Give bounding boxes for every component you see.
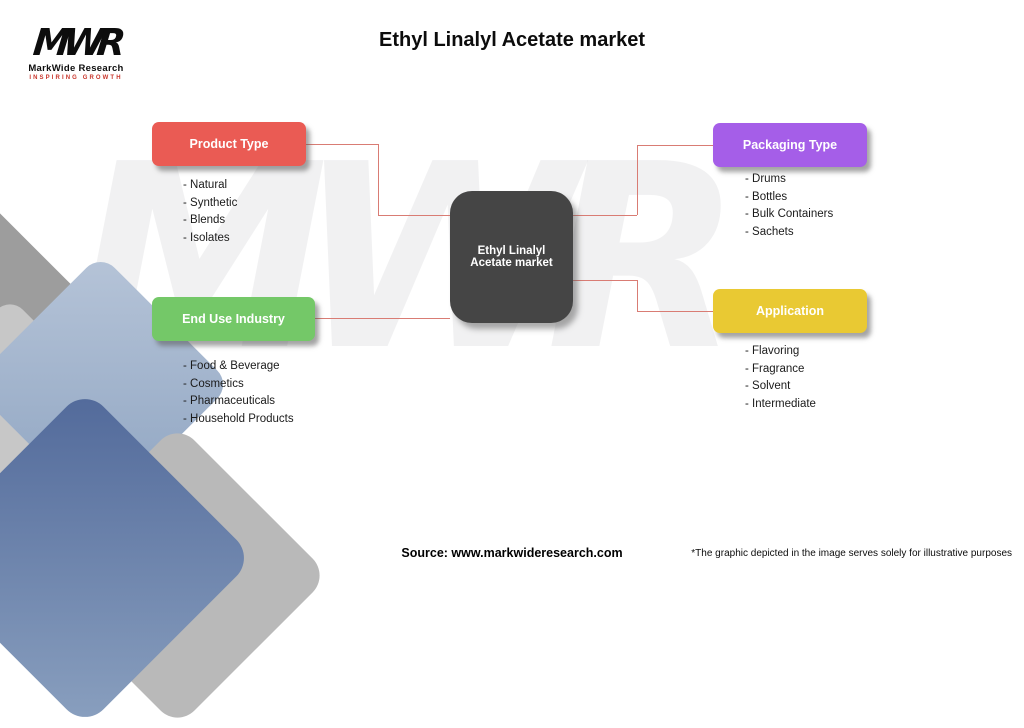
list-item: - Bottles (745, 190, 788, 203)
page-title: Ethyl Linalyl Acetate market (378, 29, 646, 51)
logo-tagline: INSPIRING GROWTH (29, 75, 123, 81)
connector-product-type (378, 144, 379, 215)
node-label: Packaging Type (742, 138, 838, 152)
logo-name: MarkWide Research (28, 63, 124, 74)
list-item: - Bulk Containers (745, 208, 834, 220)
infographic-canvas: MWR MWR MarkWide Research INSPIRING GROW… (0, 21, 1012, 728)
connector-application (573, 280, 637, 281)
list-item: - Isolates (183, 231, 230, 244)
list-item: - Drums (745, 173, 786, 185)
application-list: - Flavoring - Fragrance - Solvent - Interme… (745, 343, 816, 413)
node-label: Application (755, 304, 825, 318)
packaging-type-list: - Drums - Bottles - Bulk Containers - Sache… (745, 171, 833, 241)
connector-packaging (637, 145, 638, 215)
list-item: - Sachets (745, 225, 794, 238)
list-item: - Pharmaceuticals (183, 395, 276, 407)
list-item: - Food & Beverage (183, 360, 280, 372)
list-item: - Household Products (183, 412, 294, 425)
node-central-market: Ethyl Linalyl Acetate market (450, 191, 573, 323)
list-item: - Solvent (745, 380, 791, 392)
node-label: Product Type (189, 137, 269, 151)
list-item: - Fragrance (745, 362, 805, 375)
connector-packaging (637, 145, 713, 146)
list-item: - Flavoring (745, 345, 800, 357)
connector-packaging (573, 215, 637, 216)
list-item: - Cosmetics (183, 377, 244, 390)
list-item: - Natural (183, 179, 228, 191)
node-product-type: Product Type (152, 122, 306, 166)
node-label: End Use Industry (182, 312, 285, 326)
node-end-use-industry: End Use Industry (152, 297, 315, 341)
end-use-industry-list: - Food & Beverage - Cosmetics - Pharmaceut… (183, 358, 294, 428)
product-type-list: - Natural - Synthetic - Blends - Isolates (183, 177, 237, 247)
connector-application (637, 311, 713, 312)
node-packaging-type: Packaging Type (713, 123, 867, 167)
node-label: Ethyl Linalyl Acetate market (470, 245, 553, 269)
markwide-logo: MWR MarkWide Research INSPIRING GROWTH (20, 21, 132, 81)
disclaimer-text: *The graphic depicted in the image serve… (691, 548, 1012, 559)
node-application: Application (713, 289, 867, 333)
list-item: - Synthetic (183, 196, 238, 209)
list-item: - Intermediate (745, 397, 816, 410)
source-text: Source: www.markwideresearch.com (401, 546, 623, 560)
connector-product-type (378, 215, 450, 216)
connector-product-type (306, 144, 378, 145)
list-item: - Blends (183, 214, 226, 226)
connector-application (637, 280, 638, 311)
connector-end-use (315, 318, 450, 319)
